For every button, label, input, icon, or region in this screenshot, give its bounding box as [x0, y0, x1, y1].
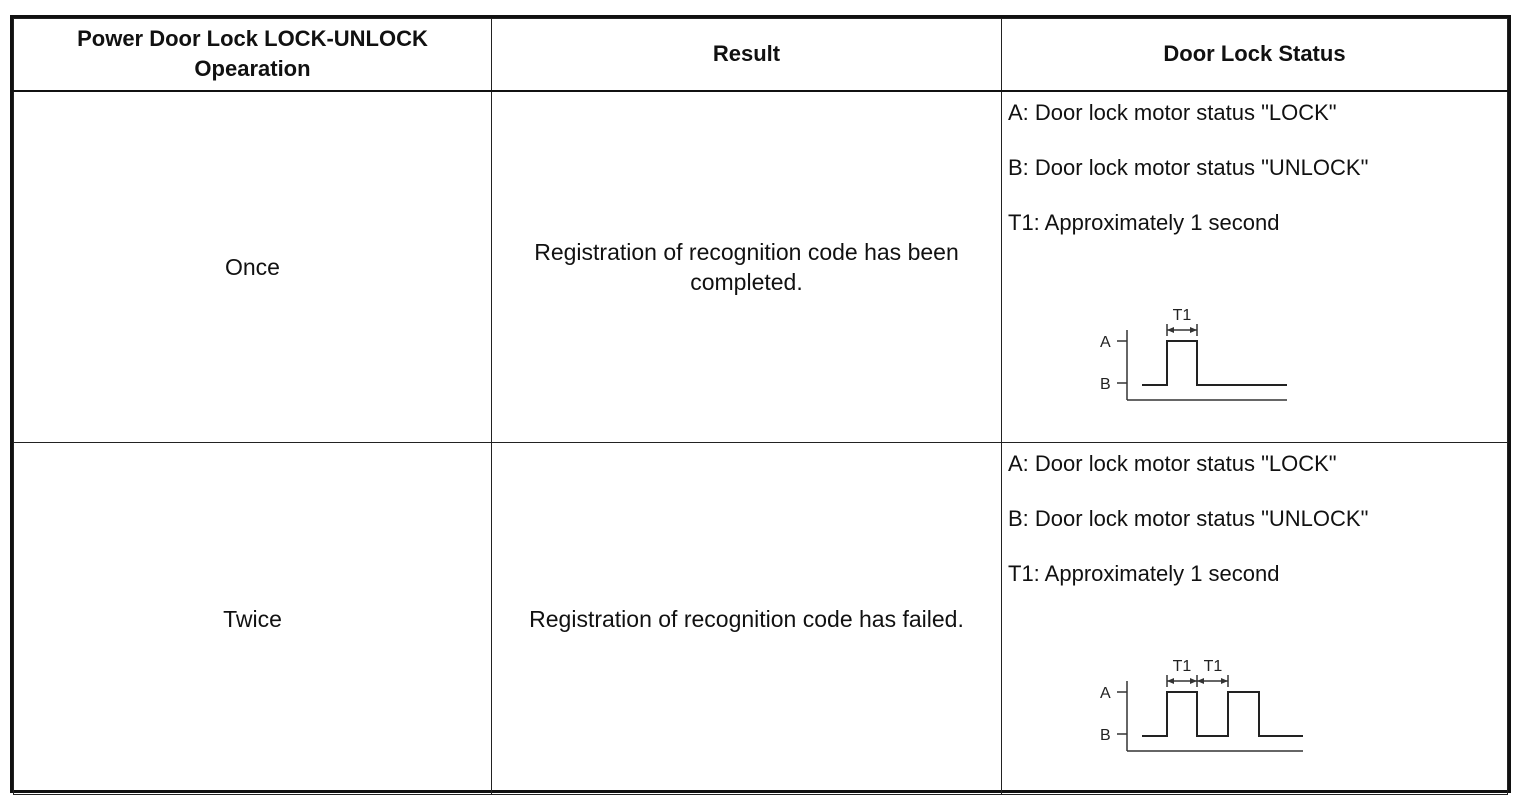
diagram-t1-label-second: T1: [1204, 658, 1223, 675]
header-door-lock-status: Door Lock Status: [1001, 18, 1508, 92]
door-lock-table-container: Power Door Lock LOCK-UNLOCK Opearation R…: [10, 15, 1511, 795]
result-cell: Registration of recognition code has bee…: [491, 90, 1002, 443]
status-a-text: A: Door lock motor status "LOCK": [1008, 99, 1337, 125]
status-b-text: B: Door lock motor status "UNLOCK": [1008, 506, 1369, 531]
diagram-label-a: A: [1100, 685, 1111, 702]
diagram-label-b: B: [1100, 727, 1111, 744]
diagram-waveform: [1142, 691, 1303, 737]
t1-dimension-arrow: [1166, 323, 1198, 336]
result-cell: Registration of recognition code has fai…: [491, 442, 1002, 795]
double-pulse-timing-diagram: T1 T1: [1100, 658, 1303, 752]
table-row: Once Registration of recognition code ha…: [13, 90, 1508, 443]
diagram-t1-label-first: T1: [1173, 658, 1192, 675]
diagram-label-b: B: [1100, 376, 1111, 393]
status-cell: A: Door lock motor status "LOCK" B: Door…: [1001, 442, 1508, 795]
table-header-row: Power Door Lock LOCK-UNLOCK Opearation R…: [13, 18, 1508, 92]
operation-cell: Twice: [13, 442, 492, 795]
result-line1: Registration of recognition code has bee…: [534, 238, 959, 265]
status-lines: A: Door lock motor status "LOCK" B: Door…: [1002, 92, 1507, 265]
status-a-text: A: Door lock motor status "LOCK": [1008, 451, 1337, 476]
diagram-waveform: [1142, 339, 1287, 386]
header-operation: Power Door Lock LOCK-UNLOCK Opearation: [13, 18, 492, 92]
result-line2: completed.: [690, 268, 803, 295]
diagram-axis: [1117, 329, 1287, 401]
status-cell: A: Door lock motor status "LOCK" B: Door…: [1001, 90, 1508, 443]
status-t1-text: T1: Approximately 1 second: [1008, 561, 1280, 586]
operation-cell: Once: [13, 90, 492, 443]
diagram-t1-label: T1: [1173, 307, 1192, 324]
status-b-text: B: Door lock motor status "UNLOCK": [1008, 154, 1369, 180]
status-lines: A: Door lock motor status "LOCK" B: Door…: [1002, 443, 1507, 616]
header-result: Result: [491, 18, 1002, 92]
door-lock-table: Power Door Lock LOCK-UNLOCK Opearation R…: [13, 18, 1508, 795]
status-t1-text: T1: Approximately 1 second: [1008, 209, 1280, 235]
t1-dimension-arrows: [1166, 675, 1229, 687]
diagram-axis: [1117, 681, 1303, 752]
header-operation-line2: Opearation: [194, 56, 311, 82]
diagram-label-a: A: [1100, 334, 1111, 351]
header-operation-line1: Power Door Lock LOCK-UNLOCK: [77, 26, 428, 52]
single-pulse-timing-diagram: T1 A B: [1100, 307, 1287, 401]
table-row: Twice Registration of recognition code h…: [13, 442, 1508, 795]
